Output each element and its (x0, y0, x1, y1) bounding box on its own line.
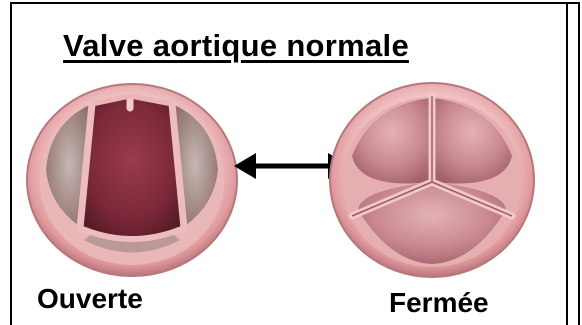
closed-valve-image (330, 83, 534, 277)
open-valve-image (27, 84, 237, 276)
closed-valve-label: Fermée (389, 287, 489, 319)
open-valve-label: Ouverte (37, 283, 143, 315)
